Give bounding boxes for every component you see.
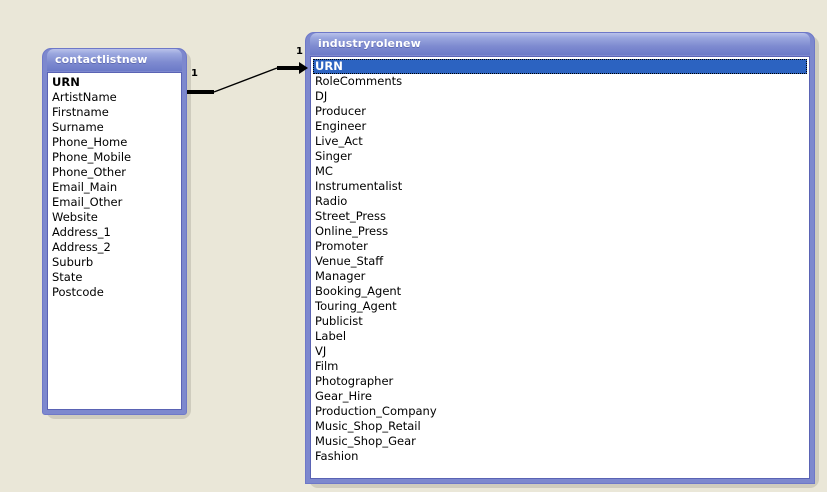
field-row-film[interactable]: Film <box>315 359 339 373</box>
table-title-contactlistnew[interactable]: contactlistnew <box>47 49 182 71</box>
field-row-surname[interactable]: Surname <box>52 120 104 134</box>
field-row-phone_home[interactable]: Phone_Home <box>52 135 128 149</box>
field-row-label[interactable]: Label <box>315 329 347 343</box>
field-row-music_shop_gear[interactable]: Music_Shop_Gear <box>315 434 416 448</box>
field-row-instrumentalist[interactable]: Instrumentalist <box>315 179 403 193</box>
field-row-radio[interactable]: Radio <box>315 194 348 208</box>
field-row-postcode[interactable]: Postcode <box>52 285 104 299</box>
field-row-live_act[interactable]: Live_Act <box>315 134 363 148</box>
field-row-publicist[interactable]: Publicist <box>315 314 363 328</box>
field-row-vj[interactable]: VJ <box>315 344 327 358</box>
field-row-producer[interactable]: Producer <box>315 104 366 118</box>
field-row-phone_mobile[interactable]: Phone_Mobile <box>52 150 132 164</box>
field-row-email_main[interactable]: Email_Main <box>52 180 118 194</box>
field-row-urn[interactable]: URN <box>313 59 807 74</box>
field-row-urn[interactable]: URN <box>52 75 80 89</box>
field-row-booking_agent[interactable]: Booking_Agent <box>315 284 402 298</box>
field-row-address_2[interactable]: Address_2 <box>52 240 111 254</box>
relationship-cardinality-right: 1 <box>296 46 303 57</box>
field-row-music_shop_retail[interactable]: Music_Shop_Retail <box>315 419 421 433</box>
field-row-photographer[interactable]: Photographer <box>315 374 394 388</box>
field-row-state[interactable]: State <box>52 270 83 284</box>
field-row-gear_hire[interactable]: Gear_Hire <box>315 389 372 403</box>
field-row-email_other[interactable]: Email_Other <box>52 195 123 209</box>
field-row-phone_other[interactable]: Phone_Other <box>52 165 127 179</box>
field-row-suburb[interactable]: Suburb <box>52 255 94 269</box>
field-row-fashion[interactable]: Fashion <box>315 449 359 463</box>
field-row-promoter[interactable]: Promoter <box>315 239 368 253</box>
field-row-singer[interactable]: Singer <box>315 149 352 163</box>
field-row-mc[interactable]: MC <box>315 164 333 178</box>
field-row-rolecomments[interactable]: RoleComments <box>315 74 403 88</box>
relationship-cardinality-left: 1 <box>191 68 198 79</box>
field-row-website[interactable]: Website <box>52 210 98 224</box>
field-row-street_press[interactable]: Street_Press <box>315 209 386 223</box>
table-title-industryrolenew[interactable]: industryrolenew <box>310 33 810 55</box>
field-row-dj[interactable]: DJ <box>315 89 328 103</box>
field-row-manager[interactable]: Manager <box>315 269 366 283</box>
field-row-venue_staff[interactable]: Venue_Staff <box>315 254 384 268</box>
field-row-firstname[interactable]: Firstname <box>52 105 109 119</box>
field-row-engineer[interactable]: Engineer <box>315 119 367 133</box>
field-row-online_press[interactable]: Online_Press <box>315 224 389 238</box>
field-row-touring_agent[interactable]: Touring_Agent <box>315 299 397 313</box>
field-row-production_company[interactable]: Production_Company <box>315 404 437 418</box>
field-row-artistname[interactable]: ArtistName <box>52 90 117 104</box>
field-row-address_1[interactable]: Address_1 <box>52 225 111 239</box>
